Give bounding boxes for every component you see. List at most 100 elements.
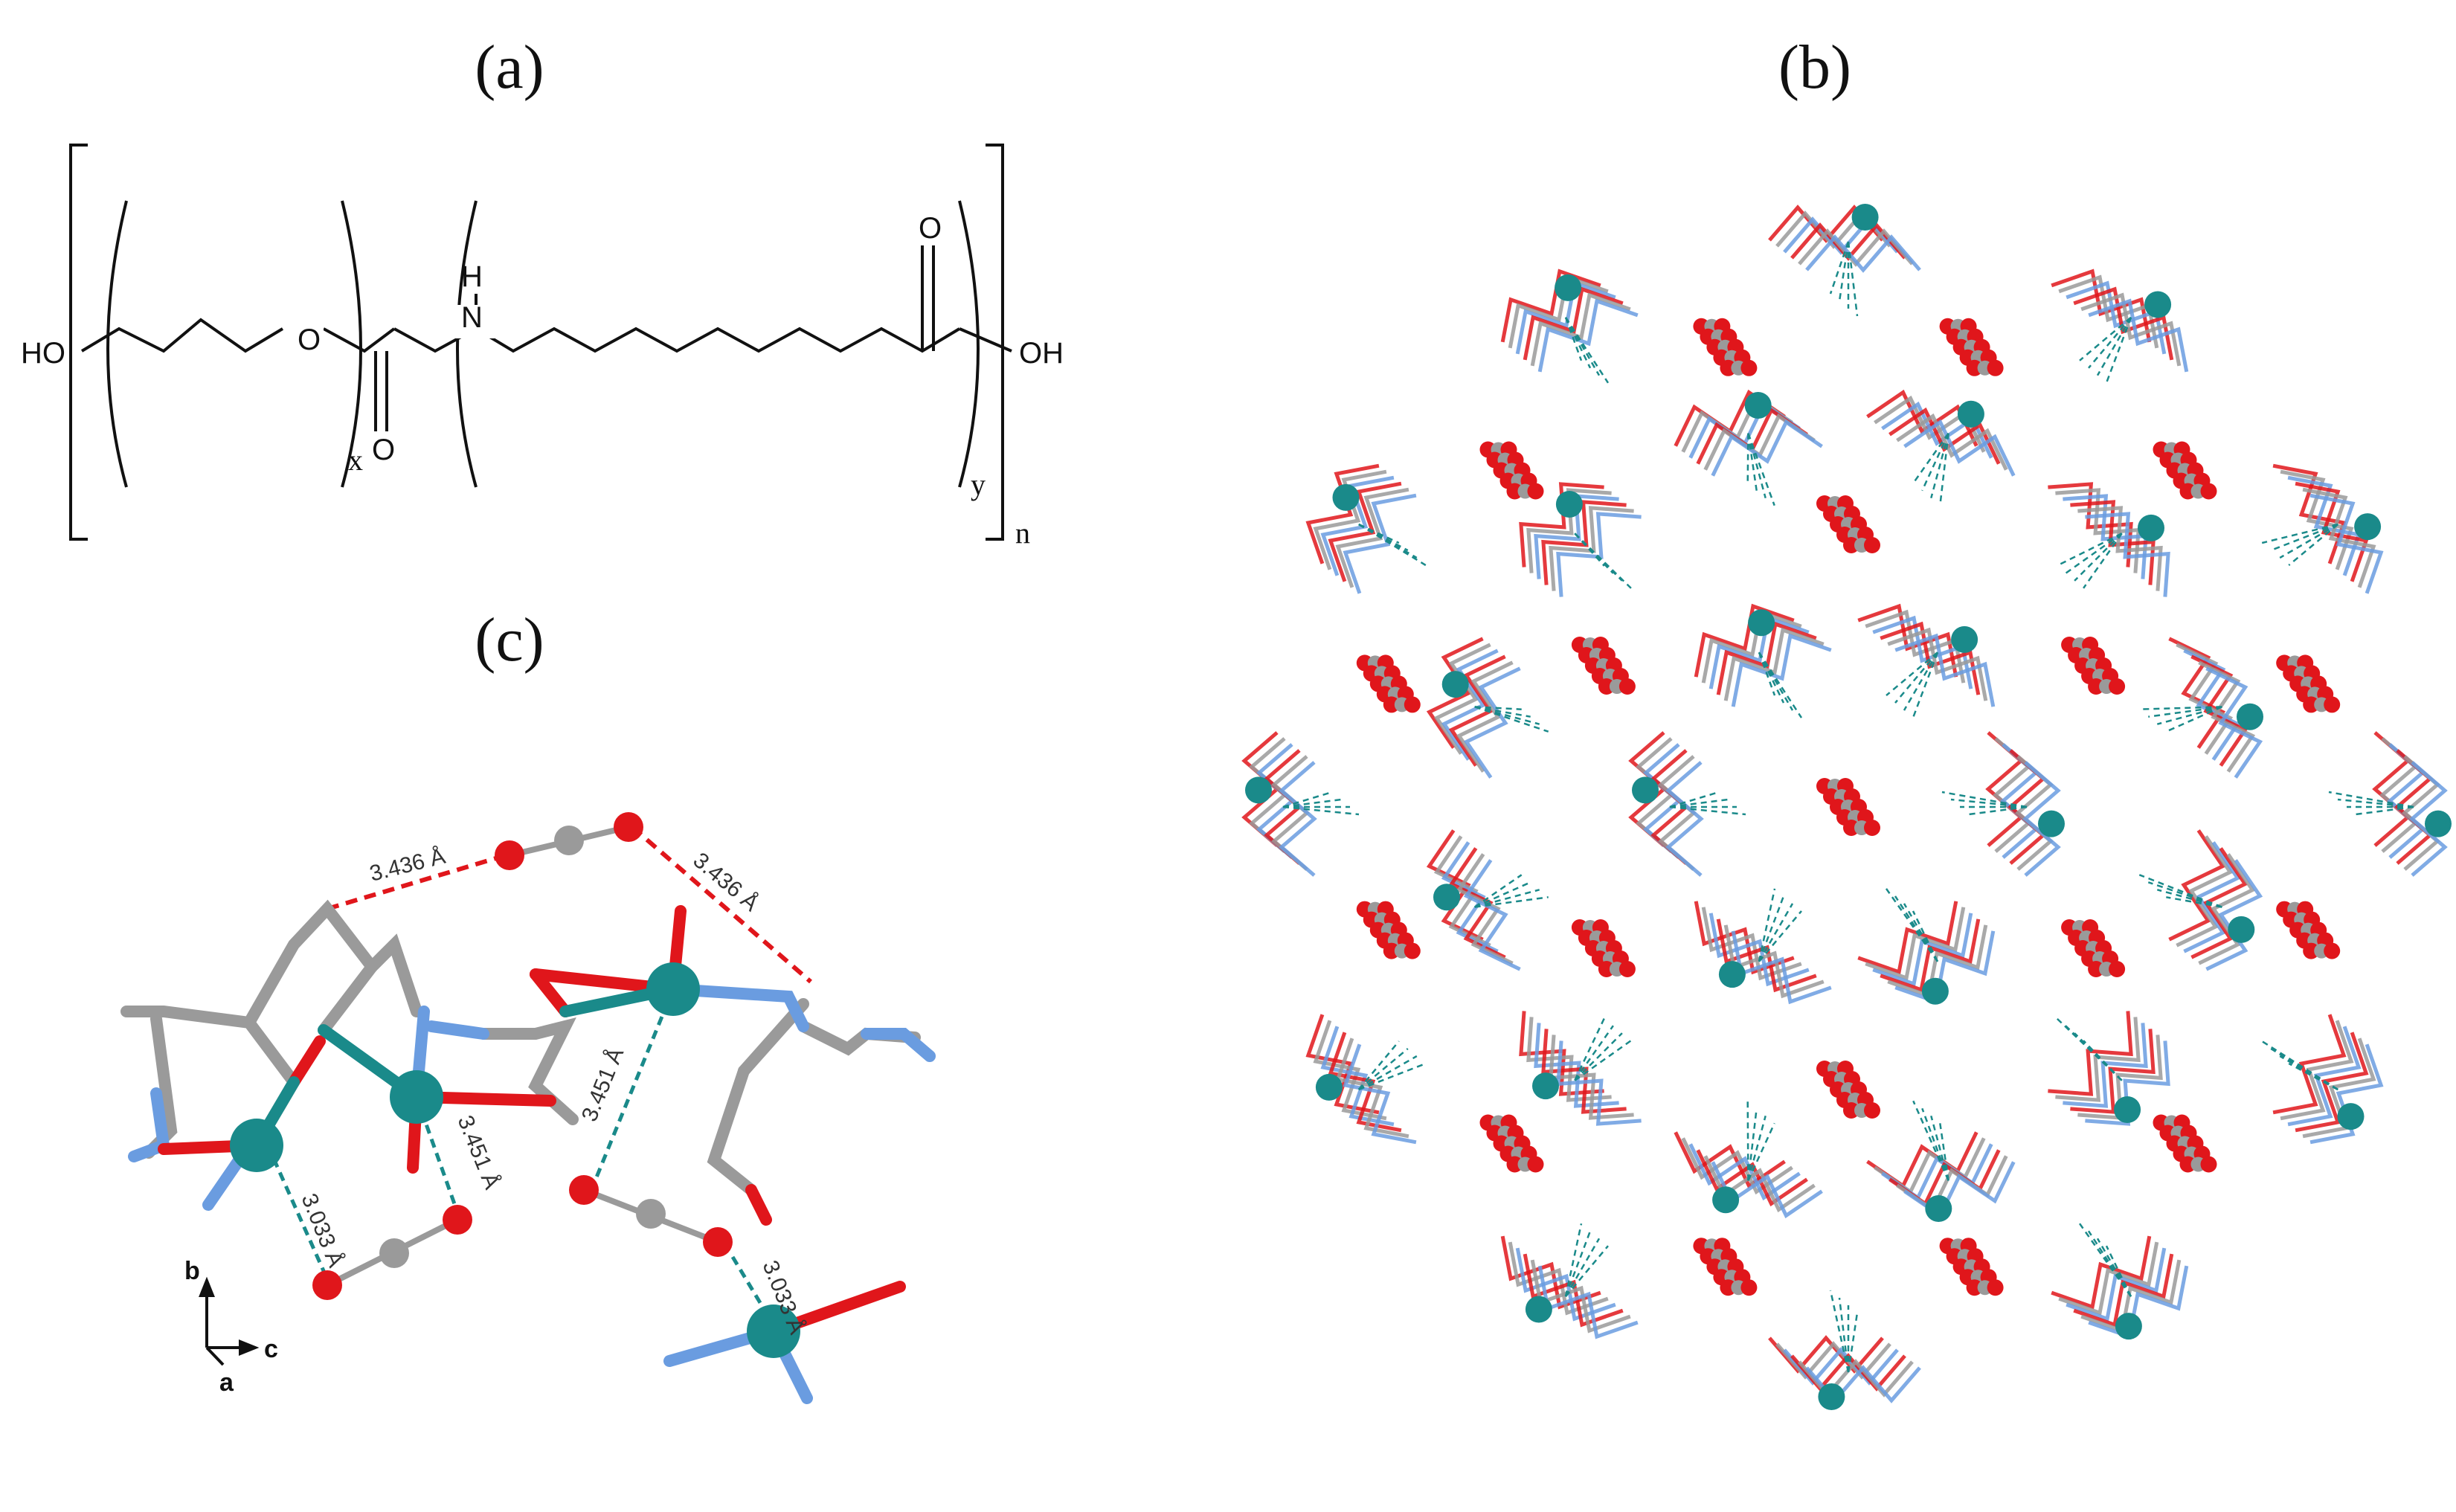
framework-stick [1703,1155,1816,1213]
framework-hbond [2056,533,2123,567]
framework-stick [1881,401,1993,459]
framework-hbond [1358,523,1400,544]
framework-stick [1731,930,1832,1005]
guest-oxygen-atom [1618,678,1636,695]
framework-metal-atom [1718,961,1746,988]
framework-hbond [1930,433,1949,499]
guest-oxygen-atom [1383,942,1400,959]
framework-stick [1865,907,1966,981]
framework-hbond [1574,533,1632,589]
framework-stick [1515,280,1616,355]
framework-stick [1519,482,1604,567]
framework-stick [2183,649,2241,761]
framework-stick [2183,841,2241,953]
framework-hbond [2139,706,2222,710]
framework-hbond [1565,1245,1609,1298]
framework-hbond [2337,798,2414,808]
framework-metal-atom [1532,1072,1559,1100]
framework-stick [2280,1020,2354,1121]
framework-hbond [1950,798,2028,808]
framework-hbond [1838,1297,1850,1373]
framework-stick [1708,913,1810,987]
framework-stick [1448,847,1506,959]
framework-hbond [1564,317,1592,369]
framework-hbond [1847,241,1859,317]
framework-stick [1530,292,1631,367]
framework-metal-atom [2114,1096,2141,1123]
framework-stick [2295,481,2369,582]
framework-hbond [1747,1115,1767,1181]
framework-stick [1433,643,1491,755]
framework-metal-atom [2425,810,2452,837]
ether-o-label: O [298,324,321,356]
subscript-n: n [1015,516,1030,550]
framework-hbond [2079,316,2132,361]
framework-metal-atom [1744,392,1772,419]
guest-oxygen-atom [1506,483,1523,500]
framework-stick [1335,1038,1409,1139]
framework-stick [2048,1011,2133,1096]
framework-stick [2077,506,2163,591]
guest-oxygen-atom [1598,678,1615,695]
peg-chain [80,318,284,353]
guest-oxygen-atom [1720,359,1737,376]
framework-stick [1541,500,1627,585]
guest-oxygen-atom [1720,1279,1737,1296]
hbond-red-1 [327,853,507,911]
framework-stick [1888,407,2001,465]
framework-hbond [1746,1101,1749,1181]
guest-oxygen-atom [1843,537,1859,553]
framework-hbond [1829,241,1850,295]
framework-stick [2085,512,2170,597]
framework-stick [1857,603,1958,678]
framework-stick [2176,643,2234,755]
framework-stick [2088,298,2189,373]
framework-hbond [1758,888,1776,962]
framework-stick [2198,660,2256,773]
framework-stick [2077,1035,2163,1120]
guest-oxygen-atom [1404,942,1421,959]
framework-metal-atom [1712,1186,1740,1214]
framework-metal-atom [1332,483,1360,511]
framework-hbond [2088,316,2132,369]
guest-oxygen-atom [2303,942,2320,959]
framework-stick [2198,853,2256,965]
framework-hbond [1758,895,1785,962]
framework-hbond [1747,433,1767,499]
framework-stick [2190,847,2248,959]
framework-hbond [1746,433,1749,483]
co2-molecule-left [312,1205,472,1300]
hbond-teal-1 [266,1144,329,1281]
guest-oxygen-atom [2303,696,2320,713]
subscript-y: y [971,468,986,501]
framework-metal-atom [2228,916,2255,943]
guest-oxygen-atom [1618,961,1636,977]
framework-hbond [1564,1230,1592,1297]
framework-hbond [1474,706,1522,710]
framework-metal-atom [2138,514,2164,541]
framework-hbond [1357,1048,1409,1090]
framework-stick [1441,649,1499,761]
guest-oxygen-atom [1527,483,1544,500]
framework-stick [1805,234,1921,273]
framework-stick [1696,407,1808,465]
framework-hbond [1930,1115,1949,1181]
structure-a [69,144,1012,541]
framework-hbond [1473,874,1523,908]
axis-c-label: c [264,1335,278,1363]
framework-stick [1534,494,1619,579]
framework-stick [1674,1131,1786,1189]
panel-a-label: (a) [475,33,544,102]
framework-hbond [1747,1108,1758,1181]
framework-metal-atom [1525,1296,1552,1323]
framework-stick [1433,835,1491,948]
carbonyl-o-label-1: O [372,434,395,466]
framework-hbond [2105,317,2132,384]
framework-hbond [2105,1245,2132,1297]
framework-metal-atom [1951,625,1978,653]
packing-structure-b [1241,204,2452,1410]
framework-hbond [2156,889,2222,908]
framework-stick [1320,1026,1395,1127]
framework-stick [1723,627,1825,701]
